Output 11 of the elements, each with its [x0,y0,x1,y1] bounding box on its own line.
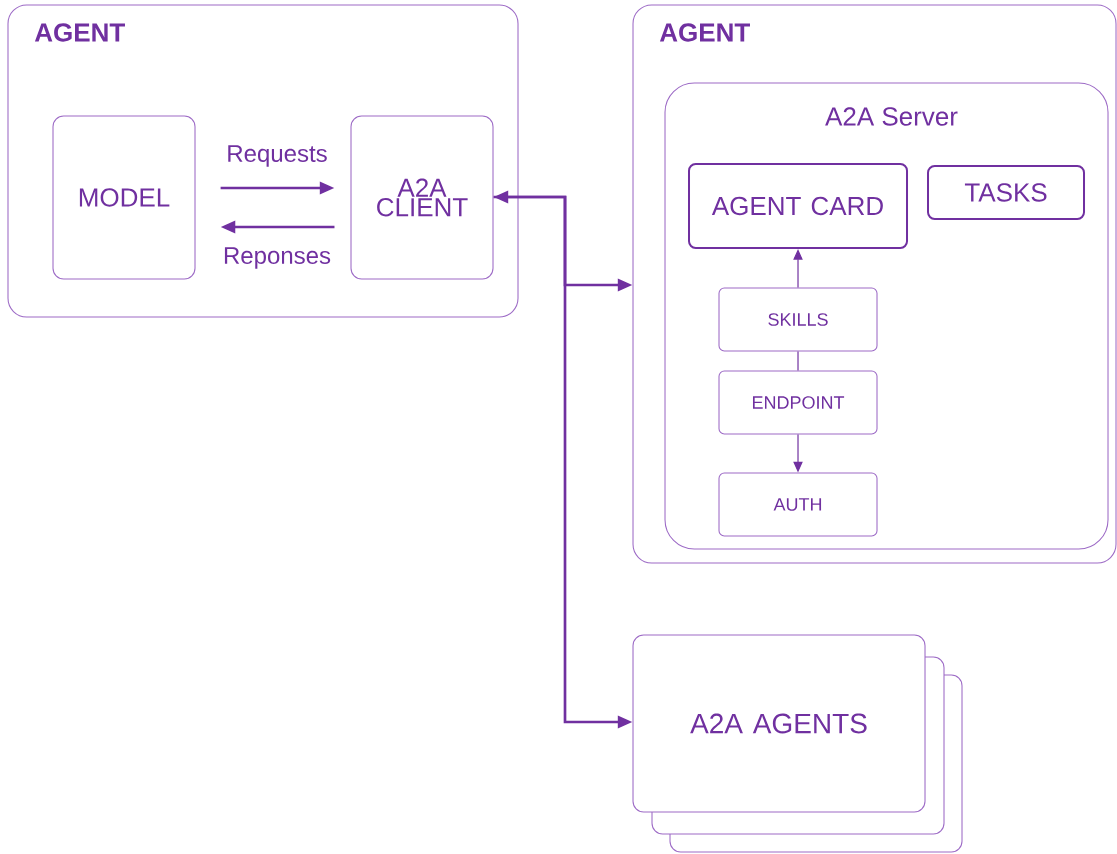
stacked-cards: A2A AGENTS [632,634,963,853]
component-box: A2A CLIENT [350,115,494,280]
edge-label: Reponses [224,247,331,269]
edge-label: Requests [228,145,327,167]
field-box: ENDPOINT [718,370,878,435]
field-box: SKILLS [718,287,878,352]
component-box: TASKS [927,165,1085,220]
field-box: AUTH [718,472,878,537]
component-box: MODEL [52,115,196,280]
component-box: AGENT CARD [688,163,908,249]
arrow [793,249,803,289]
